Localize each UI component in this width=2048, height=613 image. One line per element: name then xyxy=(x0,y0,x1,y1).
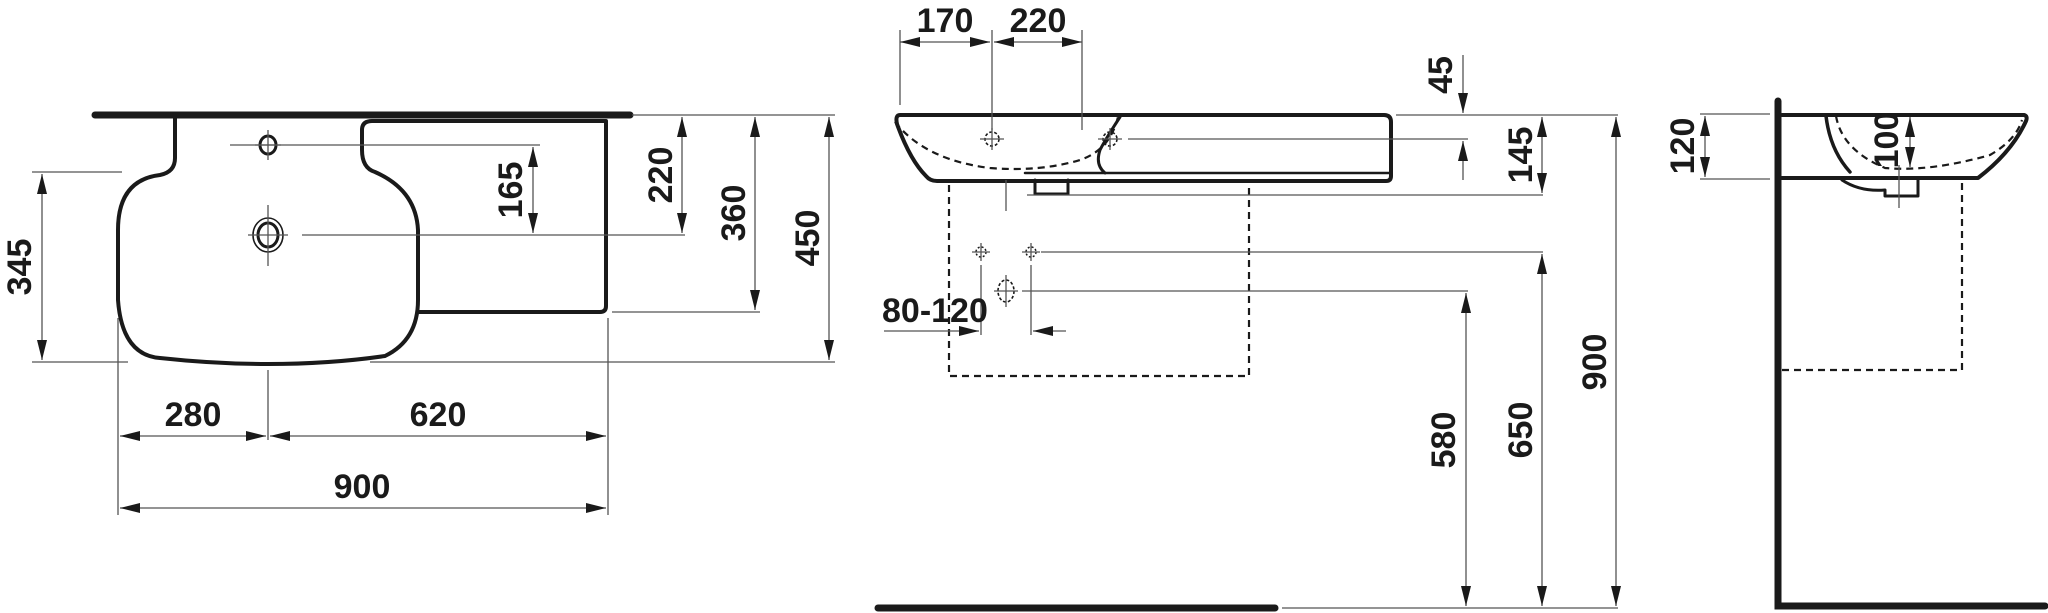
supply-point-left xyxy=(972,243,990,261)
dim-900-width-label: 900 xyxy=(334,468,391,506)
side-view: 120 100 xyxy=(1664,97,2048,610)
dim-145-label: 145 xyxy=(1502,127,1540,184)
supply-point-right xyxy=(1022,243,1040,261)
dim-165-label: 165 xyxy=(492,162,530,219)
side-wall-floor xyxy=(1774,97,2048,610)
bowl-hidden-line xyxy=(894,116,1120,171)
dim-220-top-label: 220 xyxy=(642,147,680,204)
shelf-transition xyxy=(1096,115,1122,175)
dim-345-label: 345 xyxy=(1,239,39,296)
dim-450-label: 450 xyxy=(789,210,827,267)
front-view: 170 220 45 145 80-120 580 650 900 xyxy=(874,2,1621,612)
vanity-hidden-outline xyxy=(947,185,1251,378)
dim-100-label: 100 xyxy=(1868,112,1906,169)
tap-hole-right xyxy=(1098,128,1122,150)
basin-outline xyxy=(116,116,608,366)
dim-650-label: 650 xyxy=(1502,402,1540,459)
top-view: 165 220 360 450 345 280 620 900 xyxy=(1,111,835,515)
side-vanity-hidden xyxy=(1782,180,1964,372)
dim-580-label: 580 xyxy=(1425,412,1463,469)
dim-360-label: 360 xyxy=(715,185,753,242)
dim-120-label: 120 xyxy=(1664,118,1702,175)
dim-170-label: 170 xyxy=(917,2,974,40)
dim-220-front-label: 220 xyxy=(1010,2,1067,40)
drain-hole xyxy=(248,205,288,266)
dim-280-label: 280 xyxy=(165,396,222,434)
basin-side-outline xyxy=(1780,113,2029,180)
basin-front-outline xyxy=(894,113,1393,183)
dim-45-label: 45 xyxy=(1422,56,1460,94)
waste-point xyxy=(994,275,1018,307)
dim-80-120-label: 80-120 xyxy=(882,292,988,330)
dim-620-label: 620 xyxy=(410,396,467,434)
tap-hole-left xyxy=(980,128,1004,150)
waste-outlet xyxy=(1033,178,1070,196)
dim-900-height-label: 900 xyxy=(1576,334,1614,391)
